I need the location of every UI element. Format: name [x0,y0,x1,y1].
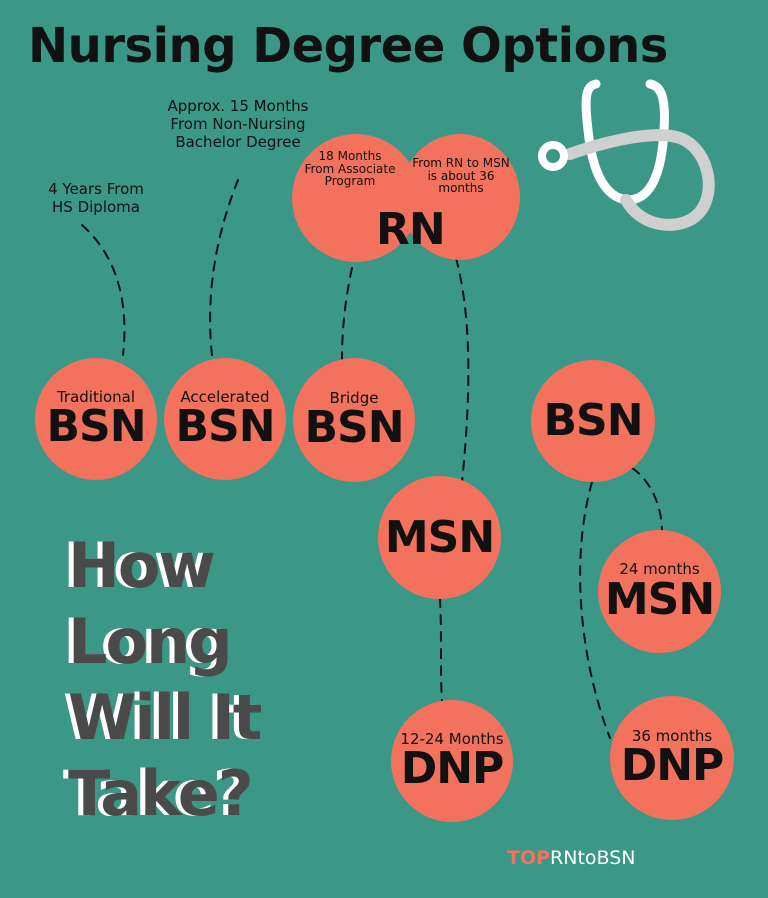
node-name: DNP [400,743,505,795]
question-line: Take? [68,757,254,830]
node-name: MSN [384,511,495,563]
question-line: How [68,529,216,602]
rn-left-label: 18 Months From Associate Program [304,149,396,189]
connector-traditional [81,224,126,356]
node-msn-mid: MSN [378,476,501,599]
node-name: BSN [175,401,275,453]
connector-accelerated [209,179,239,356]
connector-bsn-msn [631,467,663,533]
node-name: BSN [46,401,146,453]
brand-logo: TOPRNtoBSN [507,847,636,869]
logo-top: TOP [507,847,551,869]
rn-label: RN [376,204,446,255]
stethoscope-icon [538,79,715,231]
rn-right-label: From RN to MSN is about 36 months [412,156,510,196]
question-line: Long [68,605,233,678]
node-bridge-bsn: Bridge BSN [293,358,415,482]
connector-bsn-dnp [579,481,611,739]
node-sub: Bridge [329,388,379,407]
annotation-traditional: 4 Years From HS Diploma [48,180,144,216]
node-accelerated-bsn: Accelerated BSN [164,358,286,480]
node-sub: Traditional [56,387,136,406]
annotation-accelerated: Approx. 15 Months From Non-Nursing Bache… [167,97,309,151]
node-name: DNP [620,740,725,792]
question-line: Will It [68,681,262,754]
node-traditional-bsn: Traditional BSN [35,358,157,480]
page-title: Nursing Degree Options [28,18,668,74]
node-name: MSN [604,573,715,625]
node-sub: Accelerated [180,387,270,406]
connector-rn-msn [455,257,470,484]
question-heading: How Long Will It Take? [68,528,358,832]
rn-circle-right [400,134,520,260]
node-dnp-mid: 12-24 Months DNP [391,700,513,822]
logo-rest: RNtoBSN [550,847,636,869]
node-msn-right: 24 months MSN [598,530,721,653]
node-sub: 12-24 Months [400,729,504,748]
node-sub: 24 months [619,560,700,579]
rn-circle-left [292,134,420,262]
node-name: BSN [304,402,404,454]
node-dnp-right: 36 months DNP [610,696,734,820]
connector-bridge [341,267,353,361]
node-sub: 36 months [631,726,713,745]
node-name: BSN [543,395,643,446]
node-bsn: BSN [531,360,655,482]
connector-msn-dnp [439,597,443,703]
